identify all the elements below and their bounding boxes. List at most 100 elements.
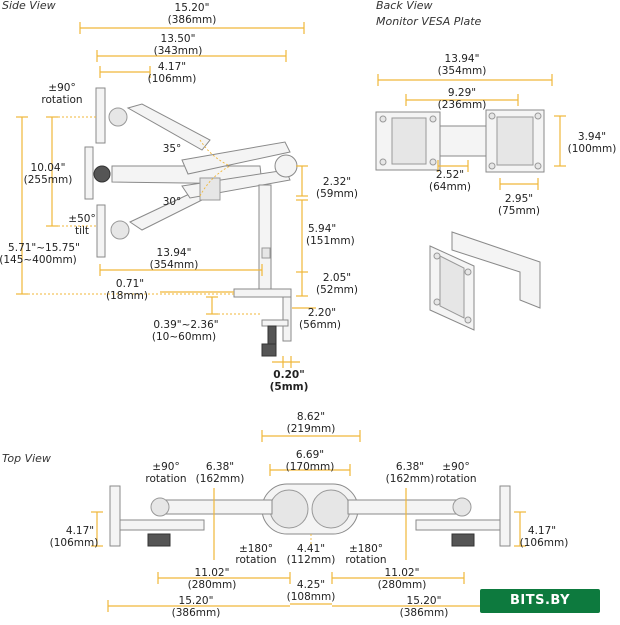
side-tilt-value: ±50°: [68, 213, 95, 225]
side-angle-up: 35°: [163, 143, 182, 155]
tilt-head-bottom: [110, 220, 130, 240]
top-view-title: Top View: [2, 452, 51, 465]
side-dimensions: 15.20" (386mm) 13.50" (343mm) 4.17" (106…: [0, 2, 358, 393]
back-view-drawing: [375, 109, 545, 331]
back-view-title: Back View: [376, 0, 433, 12]
monitor-plate-bottom: [96, 204, 106, 258]
hub-left-disc: [269, 489, 309, 529]
top-pivot-left: [150, 497, 170, 517]
side-view-drawing: [84, 87, 298, 357]
top-arm-left-in: 6.38": [206, 461, 234, 473]
arm-upper: [126, 103, 211, 151]
arm-upper-segment: [181, 141, 291, 175]
top-rotation-left-label: rotation: [145, 473, 186, 485]
back-vesa-w-in: 2.95": [505, 193, 533, 205]
top-monitor-right: [499, 485, 511, 547]
top-depth-left-mm: (106mm): [50, 537, 99, 549]
top-hub-in: 4.41": [297, 543, 325, 555]
side-head-mm: (106mm): [148, 73, 197, 85]
top-core-in: 4.25": [297, 579, 325, 591]
top-center-inner-in: 6.69": [296, 449, 324, 461]
top-monitor-left: [109, 485, 121, 547]
top-view-drawing: [109, 483, 511, 547]
side-base-mm: (52mm): [316, 284, 358, 296]
side-height-in: 5.71"~15.75": [8, 242, 80, 254]
top-swivel-left-value: ±180°: [239, 543, 273, 555]
vesa-plate-left-inner: [391, 117, 427, 165]
top-head-left: [119, 519, 205, 531]
side-rotation-value: ±90°: [48, 82, 75, 94]
side-height-mm: (145~400mm): [0, 254, 77, 266]
top-span-right-mm: (280mm): [378, 579, 427, 591]
top-knob-left: [147, 533, 171, 547]
clamp-knob: [261, 343, 277, 357]
watermark-badge: BITS.BY: [480, 589, 600, 613]
top-dimensions: 8.62" (219mm) 6.69" (170mm) 6.38" (162mm…: [50, 411, 569, 619]
back-inner-mm: (236mm): [438, 99, 487, 111]
side-pole-in: 5.94": [308, 223, 336, 235]
side-reach-in: 13.94": [157, 247, 192, 259]
back-inner-in: 9.29": [448, 87, 476, 99]
top-arm-left-mm: (162mm): [196, 473, 245, 485]
top-hub-mm: (112mm): [287, 554, 336, 566]
clamp-back: [282, 296, 292, 342]
top-depth-right-in: 4.17": [528, 525, 556, 537]
side-arm-mm: (343mm): [154, 45, 203, 57]
monitor-plate-top: [95, 87, 106, 144]
clamp-jaw: [261, 319, 289, 327]
top-arm-right: [347, 499, 459, 515]
top-arm-right-mm: (162mm): [386, 473, 435, 485]
back-vesa-w-mm: (75mm): [498, 205, 540, 217]
top-span-left-in: 11.02": [195, 567, 230, 579]
top-swivel-left-label: rotation: [235, 554, 276, 566]
back-plate-w-in: 13.94": [445, 53, 480, 65]
gas-spring-block: [199, 177, 221, 201]
side-clampgap-mm: (18mm): [106, 290, 148, 302]
side-tilt-range-in: 10.04": [31, 162, 66, 174]
top-center-in: 8.62": [297, 411, 325, 423]
top-rotation-left-value: ±90°: [152, 461, 179, 473]
pole-joint: [274, 154, 298, 178]
side-tilt-label: tilt: [75, 225, 89, 237]
top-total-left-in: 15.20": [179, 595, 214, 607]
top-arm-left: [163, 499, 273, 515]
side-lip-in: 0.20": [273, 369, 304, 381]
side-offset-in: 2.32": [323, 176, 351, 188]
back-dimensions: 13.94" (354mm) 9.29" (236mm) 3.94" (100m…: [377, 53, 616, 217]
side-lip-mm: (5mm): [270, 381, 309, 393]
top-rotation-right-value: ±90°: [442, 461, 469, 473]
side-desk-in: 0.39"~2.36": [153, 319, 218, 331]
top-total-right-mm: (386mm): [400, 607, 449, 619]
top-depth-right-mm: (106mm): [520, 537, 569, 549]
top-pivot-right: [452, 497, 472, 517]
vesa-arm-3d: [451, 231, 541, 309]
side-offset-mm: (59mm): [316, 188, 358, 200]
side-base-in: 2.05": [323, 272, 351, 284]
side-overall-in: 15.20": [175, 2, 210, 14]
hub-right-disc: [311, 489, 351, 529]
pole-collar: [261, 247, 271, 259]
top-head-right: [415, 519, 501, 531]
back-vesa-h-in: 3.94": [578, 131, 606, 143]
back-plate-w-mm: (354mm): [438, 65, 487, 77]
top-center-inner-mm: (170mm): [286, 461, 335, 473]
top-span-right-in: 11.02": [385, 567, 420, 579]
back-small-mm: (64mm): [429, 181, 471, 193]
side-pole-mm: (151mm): [306, 235, 355, 247]
tilt-head-top: [108, 107, 128, 127]
back-small-in: 2.52": [436, 169, 464, 181]
side-head-in: 4.17": [158, 61, 186, 73]
side-clampdepth-in: 2.20": [308, 307, 336, 319]
back-view-subtitle: Monitor VESA Plate: [376, 15, 482, 28]
vesa-plate-right-inner: [496, 116, 534, 166]
side-rotation-label: rotation: [41, 94, 82, 106]
tilt-head-mid: [93, 165, 111, 183]
side-clampdepth-mm: (56mm): [299, 319, 341, 331]
side-tilt-range-mm: (255mm): [24, 174, 73, 186]
top-rotation-right-label: rotation: [435, 473, 476, 485]
watermark-text: BITS.BY: [509, 593, 571, 608]
side-clampgap-in: 0.71": [116, 278, 144, 290]
top-knob-right: [451, 533, 475, 547]
top-swivel-right-value: ±180°: [349, 543, 383, 555]
